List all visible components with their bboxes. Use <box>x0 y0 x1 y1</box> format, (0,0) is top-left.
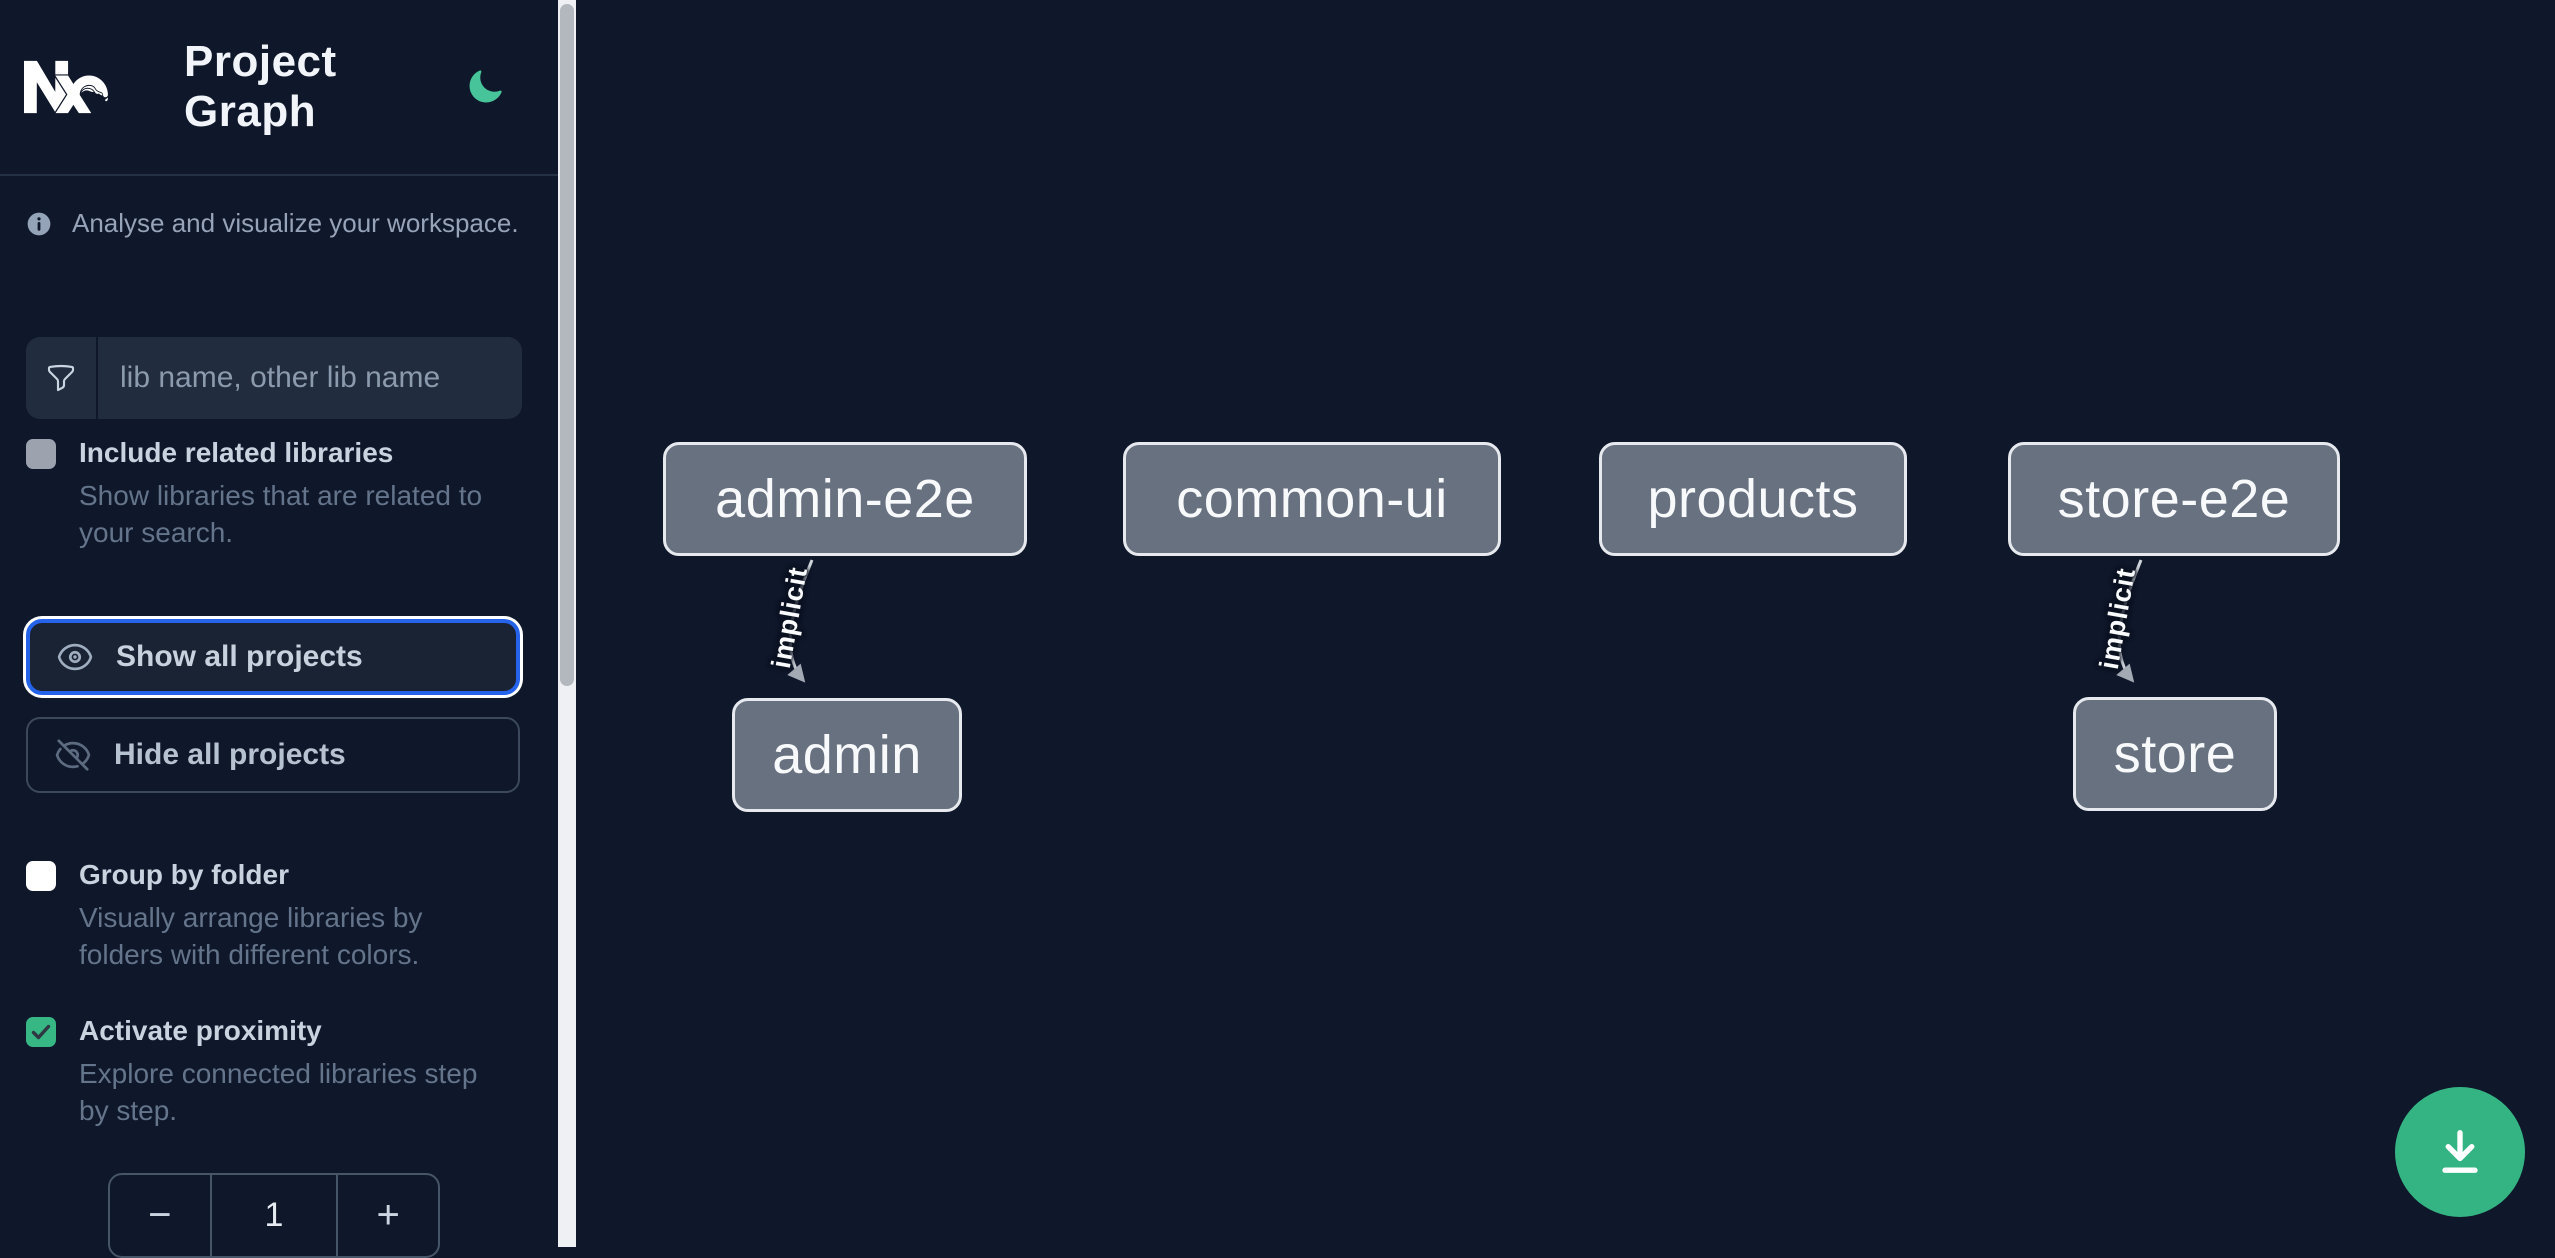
activate-proximity-checkbox[interactable] <box>26 1017 56 1047</box>
search-input[interactable] <box>98 337 522 419</box>
hide-all-projects-button[interactable]: Hide all projects <box>26 717 520 793</box>
graph-node-admin[interactable]: admin <box>732 698 962 812</box>
include-related-option: Include related libraries Show libraries… <box>26 435 522 551</box>
tagline-row: Analyse and visualize your workspace. <box>26 208 522 239</box>
funnel-icon <box>26 337 98 419</box>
proximity-value[interactable]: 1 <box>209 1175 339 1256</box>
page-title: Project Graph <box>184 37 337 136</box>
group-by-folder-checkbox[interactable] <box>26 861 56 891</box>
graph-node-store[interactable]: store <box>2073 697 2277 811</box>
sidebar-scrollbar-track[interactable] <box>558 0 576 1247</box>
sidebar-header: Project Graph <box>0 0 558 176</box>
graph-edges <box>787 559 2143 683</box>
edge-store-e2e-to-store <box>2116 559 2143 683</box>
sidebar-scrollbar-thumb[interactable] <box>560 4 574 686</box>
check-icon <box>31 1024 51 1040</box>
download-icon <box>2442 1130 2478 1173</box>
graph-node-common-ui[interactable]: common-ui <box>1123 442 1501 556</box>
show-all-projects-button[interactable]: Show all projects <box>26 619 520 695</box>
activate-proximity-text: Activate proximity Explore connected lib… <box>79 1013 509 1129</box>
eye-off-icon <box>55 739 91 771</box>
activate-proximity-option: Activate proximity Explore connected lib… <box>26 1013 522 1129</box>
tagline-text: Analyse and visualize your workspace. <box>72 208 519 238</box>
sidebar: Project Graph Analyse and visualize your… <box>0 0 558 1258</box>
theme-toggle-button[interactable] <box>466 67 504 107</box>
hide-all-projects-label: Hide all projects <box>114 738 346 771</box>
proximity-increment-button[interactable]: + <box>338 1175 438 1256</box>
nx-logo-icon <box>24 60 108 114</box>
proximity-stepper: − 1 + <box>108 1173 440 1258</box>
activate-proximity-description: Explore connected libraries step by step… <box>79 1058 478 1126</box>
graph-node-store-e2e[interactable]: store-e2e <box>2008 442 2340 556</box>
info-icon <box>27 212 51 235</box>
proximity-decrement-button[interactable]: − <box>110 1175 210 1256</box>
include-related-checkbox[interactable] <box>26 439 56 469</box>
show-all-projects-label: Show all projects <box>116 640 363 673</box>
sidebar-body: Analyse and visualize your workspace. In… <box>0 208 558 1258</box>
group-by-folder-text: Group by folder Visually arrange librari… <box>79 857 509 973</box>
include-related-description: Show libraries that are related to your … <box>79 480 483 548</box>
group-by-folder-label: Group by folder <box>79 859 289 890</box>
activate-proximity-label: Activate proximity <box>79 1015 322 1046</box>
edge-admin-e2e-to-admin <box>787 559 814 683</box>
group-by-folder-description: Visually arrange libraries by folders wi… <box>79 902 423 970</box>
search-box <box>26 337 522 419</box>
include-related-text: Include related libraries Show libraries… <box>79 435 509 551</box>
moon-icon <box>469 70 502 103</box>
graph-canvas[interactable]: implicit implicit admin-e2e common-ui pr… <box>576 0 2555 1247</box>
graph-node-admin-e2e[interactable]: admin-e2e <box>663 442 1027 556</box>
include-related-label: Include related libraries <box>79 437 394 468</box>
eye-icon <box>57 643 93 671</box>
group-by-folder-option: Group by folder Visually arrange librari… <box>26 857 522 973</box>
graph-node-products[interactable]: products <box>1599 442 1907 556</box>
download-graph-button[interactable] <box>2395 1087 2525 1217</box>
